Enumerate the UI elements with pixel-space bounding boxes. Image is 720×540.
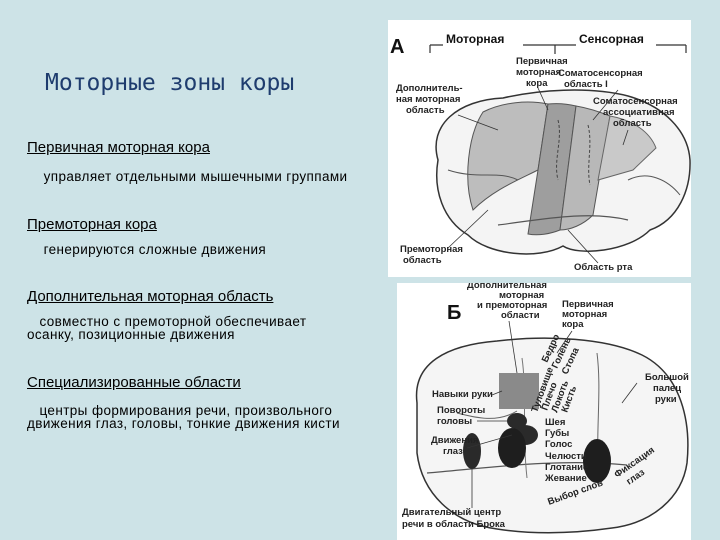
section-special-desc-2: движения глаз, головы, тонкие движения к… [27, 416, 340, 431]
premotor-strip [467, 101, 549, 211]
broca-region [463, 433, 481, 469]
label-premotor-2: область [403, 255, 442, 266]
section-supplementary-desc-2: осанку, позиционные движения [27, 327, 235, 342]
label-thumb-1: Большой [645, 372, 689, 383]
section-special-heading: Специализированные области [27, 374, 241, 391]
figure-a-panel: А Моторная Сенсорная Первичная моторная … [388, 20, 691, 277]
brain-b-outline [415, 337, 689, 534]
label-somatosensory-assoc-1: Соматосенсорная [593, 96, 678, 107]
slide-title: Моторные зоны коры [45, 70, 295, 96]
label-supplementary-2: ная моторная [396, 94, 460, 105]
label-b-primary-motor-1: Первичная [562, 299, 614, 310]
label-supp-premotor-2: моторная [499, 290, 544, 301]
label-face-neck: Шея [545, 417, 565, 428]
label-b-primary-motor-2: моторная [562, 309, 607, 320]
label-premotor-1: Премоторная [400, 244, 463, 255]
somatosensory-strip [559, 105, 611, 231]
label-thumb-3: руки [655, 394, 677, 405]
section-special-desc-1: центры формирования речи, произвольного [27, 403, 333, 418]
header-motor: Моторная [446, 32, 504, 46]
section-supplementary-desc-1: совместно с премоторной обеспечивает [27, 314, 307, 329]
section-primary-desc: управляет отдельными мышечными группами [27, 169, 348, 184]
figure-a-letter: А [390, 36, 404, 58]
label-primary-motor-1: Первичная [516, 56, 568, 67]
header-sensory: Сенсорная [579, 32, 644, 46]
head-turn-region [507, 413, 527, 429]
section-supplementary-heading: Дополнительная моторная область [27, 288, 274, 305]
label-broca-1: Двигательный центр [402, 507, 501, 518]
figure-b-panel: Б Дополнительная моторная и премоторная … [397, 283, 691, 540]
label-supplementary-1: Дополнитель- [396, 83, 463, 94]
label-supp-premotor-4: области [501, 310, 540, 321]
label-face-lips: Губы [545, 428, 569, 439]
label-face-jaws: Челюсти [545, 451, 587, 462]
label-face-chew: Жевание [544, 473, 587, 484]
label-primary-motor-2: моторная [516, 67, 561, 78]
hand-skill-region [498, 428, 526, 468]
label-supp-premotor-3: и премоторная [477, 300, 547, 311]
figure-b-diagram: Б Дополнительная моторная и премоторная … [402, 283, 689, 534]
label-b-primary-motor-3: кора [562, 319, 584, 330]
assoc-area [597, 115, 657, 181]
label-eye-movements-1: Движения [431, 435, 478, 446]
supp-premotor-region [499, 373, 539, 409]
section-premotor-heading: Премоторная кора [27, 216, 157, 233]
label-somatosensory-assoc-3: область [613, 118, 652, 129]
label-supplementary-3: область [406, 105, 445, 116]
figure-b-letter: Б [447, 302, 461, 324]
label-somatosensory-assoc-2: ассоциативная [603, 107, 675, 118]
label-face-voice: Голос [545, 439, 572, 450]
label-thumb-2: палец [653, 383, 681, 394]
word-choice-region [583, 439, 611, 483]
label-broca-2: речи в области Брока [402, 519, 506, 530]
section-primary-heading: Первичная моторная кора [27, 139, 210, 156]
label-somatosensory-1-a: Соматосенсорная [558, 68, 643, 79]
figure-a-diagram: А Моторная Сенсорная Первичная моторная … [390, 30, 691, 273]
label-head-turns-2: головы [437, 416, 472, 427]
label-somatosensory-1-b: область I [564, 79, 608, 90]
label-primary-motor-3: кора [526, 78, 548, 89]
section-premotor-desc: генерируются сложные движения [27, 242, 267, 257]
label-supp-premotor-1: Дополнительная [467, 283, 547, 291]
label-face-swallow: Глотание [545, 462, 588, 473]
label-mouth-area: Область рта [574, 262, 633, 273]
label-hand-skills: Навыки руки [432, 389, 493, 400]
label-eye-movements-2: глаз [443, 446, 463, 457]
label-head-turns-1: Повороты [437, 405, 485, 416]
